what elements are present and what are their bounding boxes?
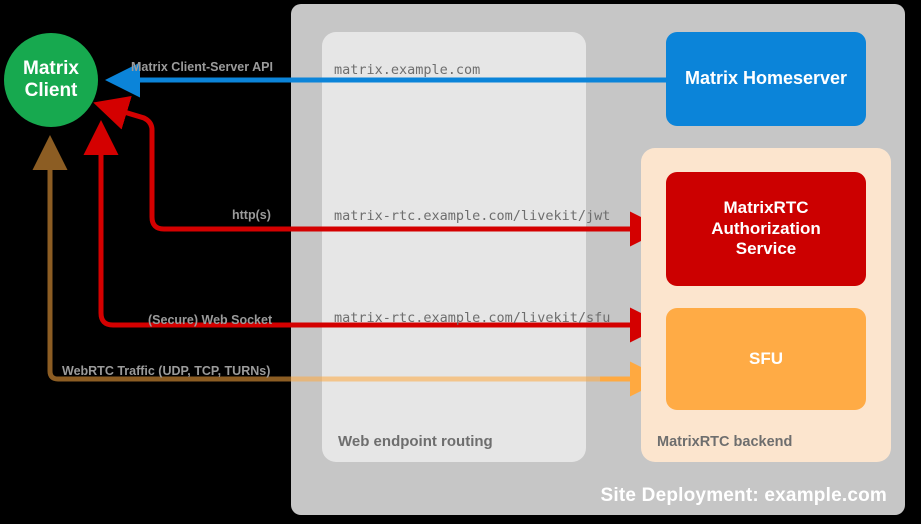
flow-label-webrtc-traffic: WebRTC Traffic (UDP, TCP, TURNs) <box>62 364 271 378</box>
routing-title-wrap: Web endpoint routing <box>322 32 586 462</box>
site-title-wrap: Site Deployment: example.com <box>291 4 905 515</box>
flow-label-https: http(s) <box>232 208 271 222</box>
web-endpoint-routing-label: Web endpoint routing <box>338 433 493 450</box>
sfu-label: SFU <box>749 348 783 368</box>
auth-label-line1: MatrixRTC <box>723 197 809 217</box>
web-endpoint-routing-container <box>322 32 586 462</box>
node-matrix-homeserver[interactable]: Matrix Homeserver <box>666 32 866 126</box>
node-sfu[interactable]: SFU <box>666 308 866 410</box>
flow-webrtc-line <box>32 135 660 382</box>
flow-wss-line-out <box>83 120 659 328</box>
flow-label-cs-api: Matrix Client-Server API <box>131 60 273 74</box>
matrix-client-label-line1: Matrix <box>23 58 79 80</box>
flow-label-web-socket: (Secure) Web Socket <box>148 313 273 327</box>
site-deployment-title: Site Deployment: example.com <box>600 485 887 506</box>
auth-label-line3: Service <box>735 239 797 259</box>
matrix-client-label-line2: Client <box>24 80 78 101</box>
matrixrtc-auth-label: MatrixRTC Authorization Service <box>711 198 821 260</box>
node-matrix-client[interactable]: Matrix Client <box>4 33 98 127</box>
endpoint-url-homeserver: matrix.example.com <box>334 62 481 78</box>
matrix-client-label: Matrix Client <box>23 58 79 102</box>
flow-https-line-out <box>93 95 659 232</box>
auth-label-line2: Authorization <box>711 218 821 238</box>
endpoint-url-sfu: matrix-rtc.example.com/livekit/sfu <box>334 310 611 326</box>
node-matrixrtc-authorization-service[interactable]: MatrixRTC Authorization Service <box>666 172 866 286</box>
matrixrtc-backend-label: MatrixRTC backend <box>657 434 793 450</box>
endpoint-url-jwt: matrix-rtc.example.com/livekit/jwt <box>334 208 611 224</box>
matrix-homeserver-label: Matrix Homeserver <box>684 68 848 89</box>
